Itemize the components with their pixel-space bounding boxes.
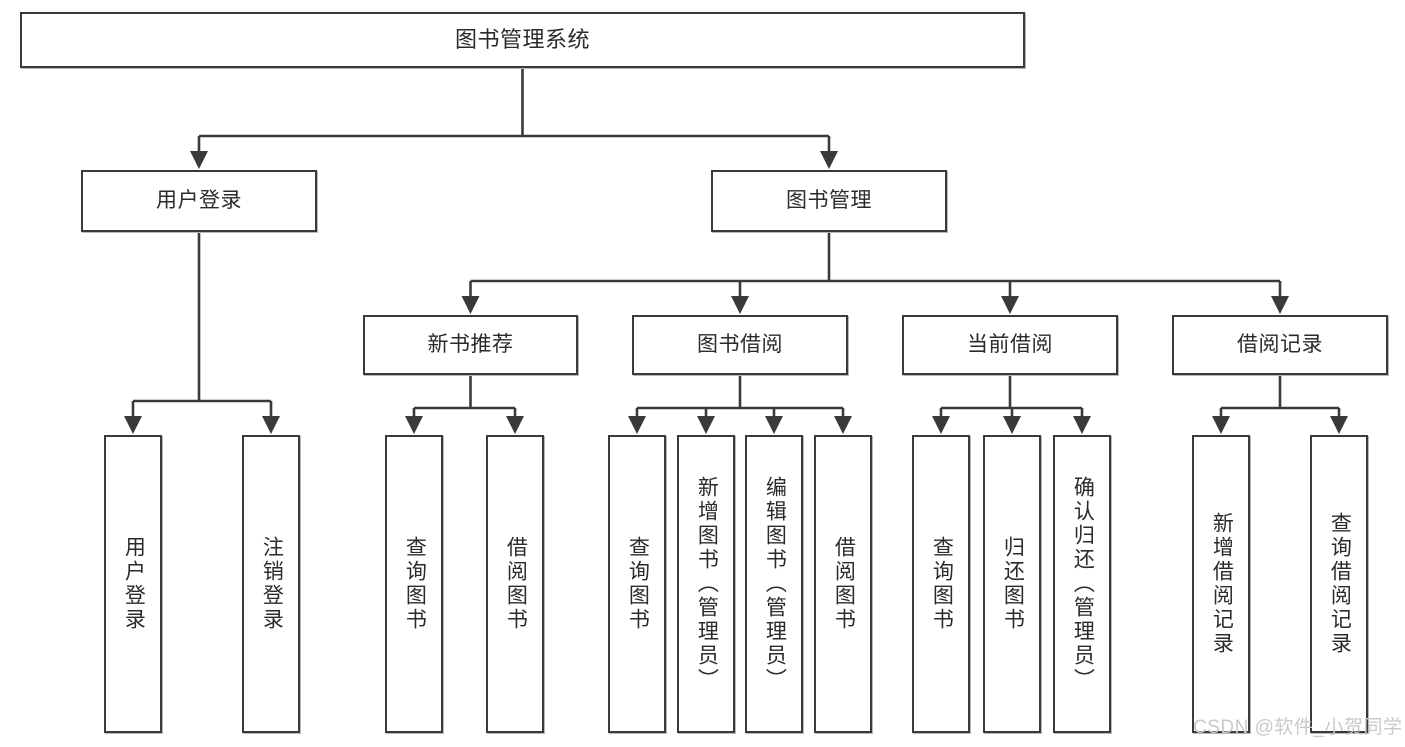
node-book-manage[interactable]: 图书管理 — [711, 170, 947, 232]
node-label: 确认归还（管理员） — [1071, 476, 1095, 692]
node-label: 当前借阅 — [967, 332, 1053, 356]
node-label: 查询图书 — [626, 536, 650, 632]
node-label: 借阅图书 — [832, 536, 856, 632]
node-label: 用户登录 — [156, 188, 242, 212]
node-leaf-edit-book[interactable]: 编辑图书（管理员） — [745, 435, 803, 733]
node-label: 归还图书 — [1001, 536, 1025, 632]
node-label: 借阅记录 — [1237, 332, 1323, 356]
node-label: 编辑图书（管理员） — [763, 476, 787, 692]
node-leaf-logout[interactable]: 注销登录 — [242, 435, 300, 733]
node-leaf-query-book-current[interactable]: 查询图书 — [912, 435, 970, 733]
node-leaf-add-record[interactable]: 新增借阅记录 — [1192, 435, 1250, 733]
node-label: 新书推荐 — [427, 332, 514, 356]
node-borrow-record[interactable]: 借阅记录 — [1172, 315, 1388, 375]
node-label: 用户登录 — [122, 536, 146, 632]
node-label: 查询借阅记录 — [1328, 512, 1352, 656]
node-leaf-user-login[interactable]: 用户登录 — [104, 435, 162, 733]
node-label: 新增借阅记录 — [1210, 512, 1234, 656]
node-leaf-confirm-return[interactable]: 确认归还（管理员） — [1053, 435, 1111, 733]
node-label: 图书借阅 — [697, 332, 783, 356]
node-leaf-borrow-book[interactable]: 借阅图书 — [814, 435, 872, 733]
node-current-borrow[interactable]: 当前借阅 — [902, 315, 1118, 375]
node-root[interactable]: 图书管理系统 — [20, 12, 1025, 68]
node-new-book-recommend[interactable]: 新书推荐 — [363, 315, 578, 375]
node-leaf-query-book-borrow[interactable]: 查询图书 — [608, 435, 666, 733]
csdn-watermark: CSDN @软件_小贺同学 — [1193, 717, 1403, 738]
node-label: 查询图书 — [403, 536, 427, 632]
node-leaf-borrow-book-new[interactable]: 借阅图书 — [486, 435, 544, 733]
node-leaf-query-book-new[interactable]: 查询图书 — [385, 435, 443, 733]
node-user-login[interactable]: 用户登录 — [81, 170, 317, 232]
node-label: 查询图书 — [930, 536, 954, 632]
node-leaf-add-book[interactable]: 新增图书（管理员） — [677, 435, 735, 733]
node-leaf-return-book[interactable]: 归还图书 — [983, 435, 1041, 733]
node-book-borrow[interactable]: 图书借阅 — [632, 315, 848, 375]
node-label: 注销登录 — [260, 536, 284, 632]
node-label: 图书管理系统 — [454, 27, 590, 53]
node-label: 图书管理 — [786, 188, 872, 212]
node-label: 借阅图书 — [504, 536, 528, 632]
node-label: 新增图书（管理员） — [695, 476, 719, 692]
node-leaf-query-record[interactable]: 查询借阅记录 — [1310, 435, 1368, 733]
